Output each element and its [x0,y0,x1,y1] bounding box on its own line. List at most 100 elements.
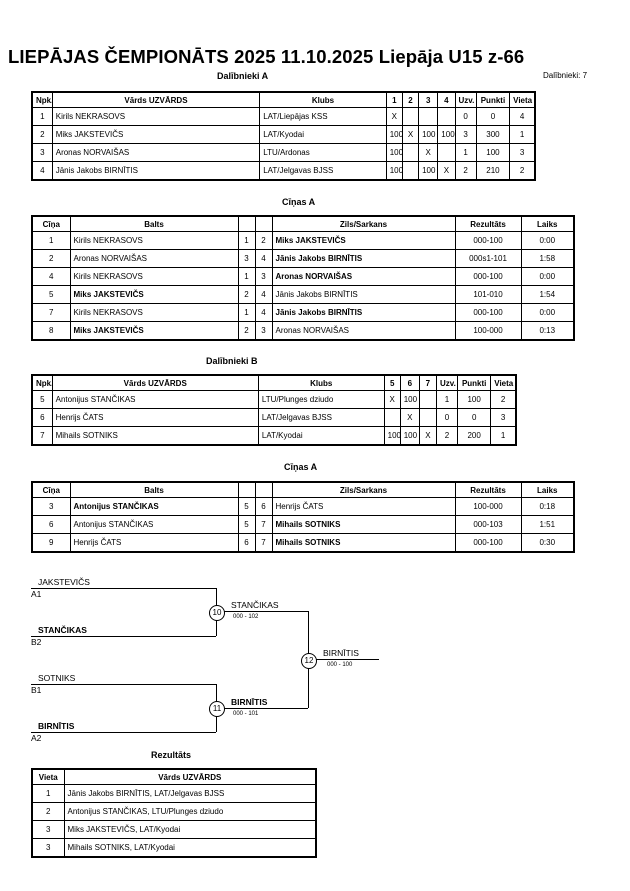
table-cell: 1 [490,426,517,446]
col-wins: Uzv. [454,91,477,108]
fight-number: 3 [31,497,71,516]
fights-a-label: Cīņas A [282,197,316,207]
blue-competitor: Mihails SOTNIKS [271,515,456,534]
table-cell: LAT/Kyodai [257,426,385,446]
table-cell [418,107,439,126]
blue-competitor: Jānis Jakobs BIRNĪTIS [271,303,456,322]
table-cell: 100 [437,125,456,144]
fight-time: 1:51 [520,515,575,534]
bracket-line [31,732,216,733]
table-cell [383,408,401,427]
bracket-line [31,588,216,589]
col-w-no [237,481,256,498]
table-cell: 3 [454,125,477,144]
col-name: Vārds UZVĀRDS [63,768,317,785]
bracket-b2-seed: B2 [31,637,42,647]
blue-competitor: Aronas NORVAIŠAS [271,267,456,286]
table-cell: 100 [385,161,403,181]
bracket-b2-name: STANČIKAS [38,625,87,635]
table-cell: Antonijus STANČIKAS [51,390,259,409]
bracket-line [31,636,216,637]
table-cell: 6 [31,408,53,427]
table-cell: X [418,426,437,446]
match-11-winner: BIRNĪTIS [231,697,268,707]
table-cell: 100 [383,426,401,446]
result-place: 3 [31,838,65,858]
blue-competitor: Aronas NORVAIŠAS [271,321,456,341]
fight-time: 1:54 [520,285,575,304]
fights-b-header-row: Cīņa Balts Zils/Sarkans Rezultāts Laiks [31,481,575,498]
fights-a-table: Cīņa Balts Zils/Sarkans Rezultāts Laiks … [31,215,575,341]
blue-number: 6 [254,497,273,516]
white-competitor: Miks JAKSTEVIČS [69,285,239,304]
blue-number: 4 [254,303,273,322]
table-cell: 100 [475,143,511,162]
table-cell: X [401,125,420,144]
table-cell: 3 [509,143,536,162]
table-cell: 100 [457,390,492,409]
table-cell [401,107,420,126]
fight-number: 4 [31,267,71,286]
table-cell: Kirils NEKRASOVS [51,107,261,126]
table-cell: Mihails SOTNIKS [51,426,259,446]
white-competitor: Antonijus STANČIKAS [69,515,239,534]
table-cell: 4 [509,107,536,126]
blue-number: 4 [254,285,273,304]
col-club: Klubs [257,374,385,391]
col-name: Vārds UZVĀRDS [51,374,259,391]
col-result: Rezultāts [454,481,522,498]
table-cell: 200 [457,426,492,446]
col-blue: Zils/Sarkans [271,481,456,498]
white-competitor: Antonijus STANČIKAS [69,497,239,516]
col-1: 1 [385,91,403,108]
col-npk: Npk. [31,374,53,391]
table-cell: 3 [490,408,517,427]
col-points: Punkti [457,374,492,391]
bracket-a2-name: BIRNĪTIS [38,721,75,731]
group-a-label: Dalībnieki A [217,71,269,81]
table-cell: 4 [31,161,53,181]
white-competitor: Henrijs ČATS [69,533,239,553]
table-cell [437,143,456,162]
table-cell: LTU/Ardonas [259,143,387,162]
table-cell: LAT/Jelgavas BJSS [257,408,385,427]
bracket-a2-seed: A2 [31,733,42,743]
results-label: Rezultāts [151,750,192,760]
group-b-table: Npk. Vārds UZVĀRDS Klubs 5 6 7 Uzv. Punk… [31,374,517,446]
col-fight: Cīņa [31,215,71,232]
white-competitor: Aronas NORVAIŠAS [69,249,239,268]
table-cell: 210 [475,161,511,181]
fight-result: 000-100 [454,267,522,286]
table-cell: 0 [435,408,459,427]
table-cell: 2 [31,125,53,144]
bracket-a1-name: JAKSTEVIČS [38,577,90,587]
result-name: Mihails SOTNIKS, LAT/Kyodai [63,838,317,858]
match-10-score: 000 - 102 [233,614,259,620]
table-cell: X [383,390,401,409]
table-cell: 7 [31,426,53,446]
col-place: Vieta [31,768,65,785]
white-number: 1 [237,267,256,286]
table-cell: 3 [31,143,53,162]
fight-number: 2 [31,249,71,268]
fight-result: 100-000 [454,321,522,341]
table-cell: 100 [385,143,403,162]
fight-number: 1 [31,231,71,250]
bracket-line [316,659,379,660]
fights-a-header-row: Cīņa Balts Zils/Sarkans Rezultāts Laiks [31,215,575,232]
white-number: 6 [237,533,256,553]
table-cell: 1 [509,125,536,144]
table-cell: X [385,107,403,126]
col-b-no [254,481,273,498]
white-number: 2 [237,285,256,304]
bracket-line [31,684,216,685]
fight-time: 0:30 [520,533,575,553]
bracket-a1-seed: A1 [31,589,42,599]
